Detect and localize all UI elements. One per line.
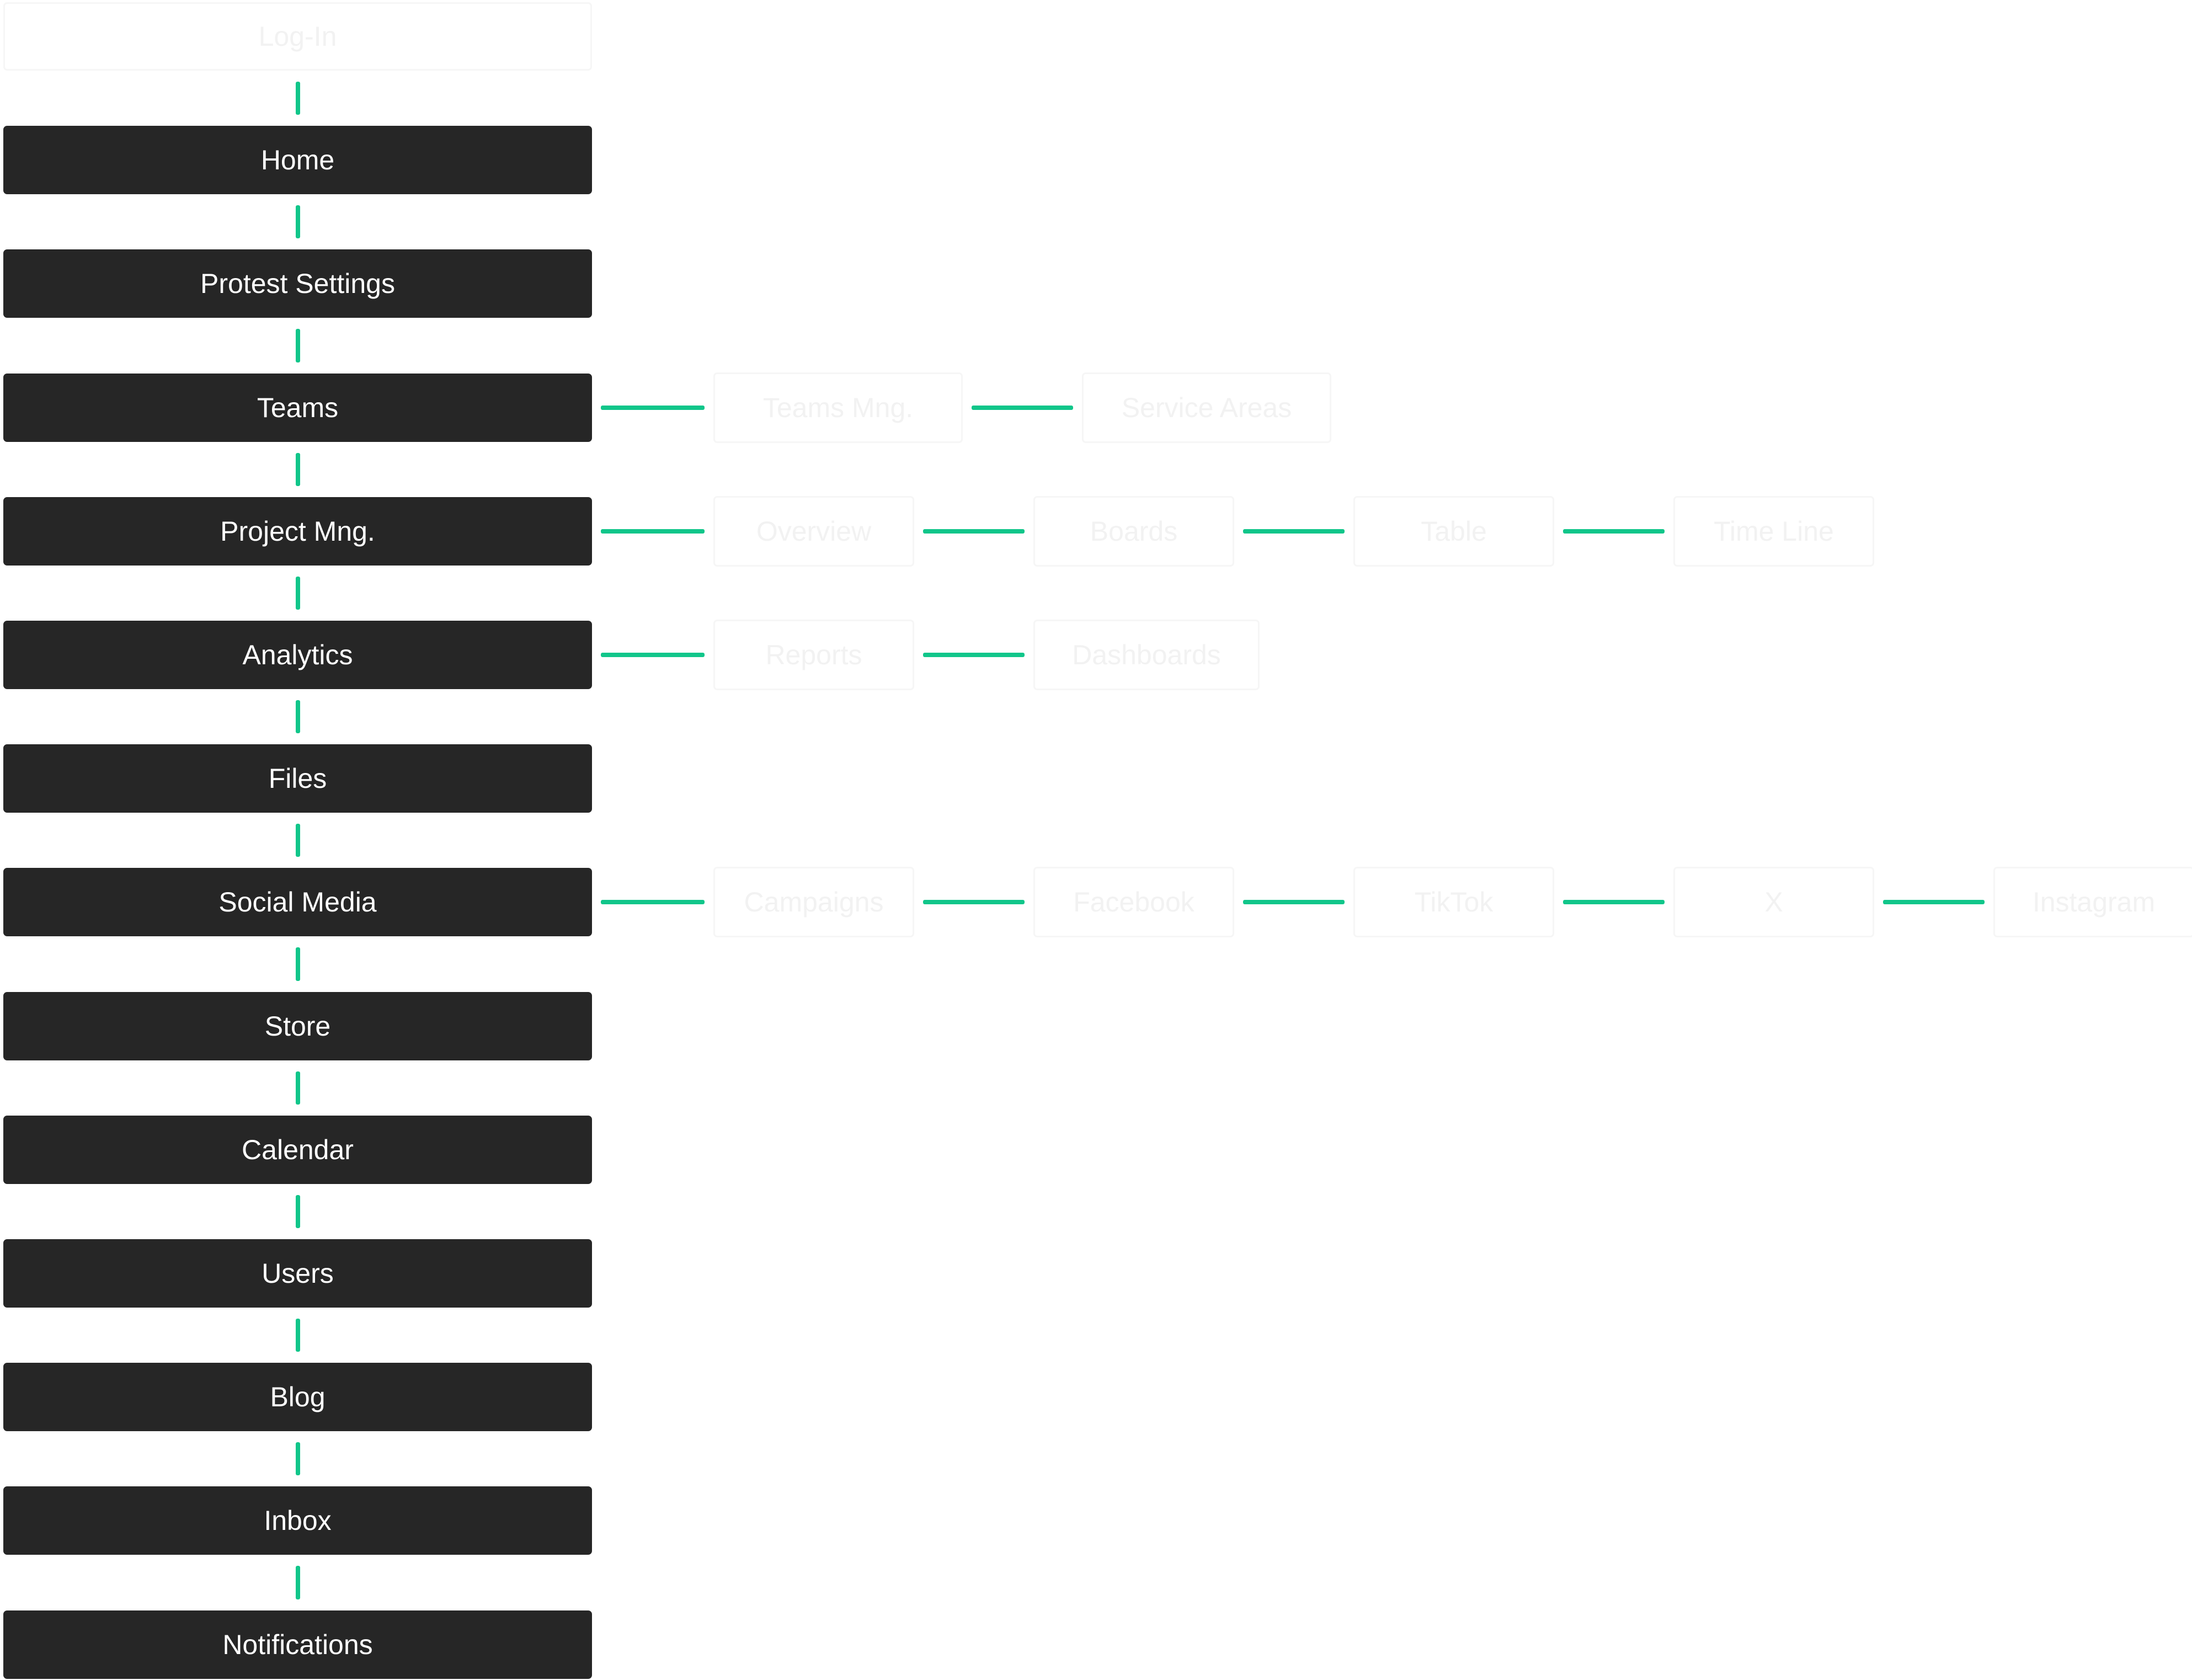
node-social-media-label: Social Media — [218, 887, 377, 918]
node-inbox-label: Inbox — [264, 1505, 332, 1537]
node-log-in-label: Log-In — [258, 21, 337, 52]
connector-vertical-project-mng — [295, 452, 300, 486]
node-boards[interactable]: Boards — [1033, 495, 1234, 567]
node-social-media[interactable]: Social Media — [3, 868, 592, 937]
node-tiktok-label: TikTok — [1414, 887, 1494, 918]
node-campaigns-label: Campaigns — [744, 887, 884, 918]
node-analytics[interactable]: Analytics — [3, 621, 592, 689]
node-reports[interactable]: Reports — [713, 620, 914, 690]
connector-vertical-analytics — [295, 576, 300, 610]
node-table-label: Table — [1421, 515, 1487, 547]
connector-horizontal-analytics-dashboards — [923, 653, 1025, 657]
connector-horizontal-analytics-reports — [601, 653, 705, 657]
node-users-label: Users — [262, 1258, 334, 1289]
node-store-label: Store — [264, 1010, 331, 1042]
node-users[interactable]: Users — [3, 1239, 592, 1308]
connector-vertical-files — [295, 700, 300, 734]
connector-vertical-protest-settings — [295, 205, 300, 239]
node-protest-settings[interactable]: Protest Settings — [3, 249, 592, 318]
node-home[interactable]: Home — [3, 126, 592, 195]
connector-vertical-blog — [295, 1319, 300, 1352]
node-teams-mng-label: Teams Mng. — [762, 392, 914, 423]
connector-horizontal-social-media-facebook — [923, 900, 1025, 905]
node-blog-label: Blog — [270, 1382, 326, 1413]
connector-horizontal-social-media-campaigns — [601, 900, 705, 905]
connector-vertical-social-media — [295, 824, 300, 857]
node-dashboards-label: Dashboards — [1072, 639, 1221, 670]
node-analytics-label: Analytics — [242, 639, 353, 670]
node-teams[interactable]: Teams — [3, 373, 592, 442]
node-reports-label: Reports — [765, 639, 862, 670]
connector-horizontal-project-mng-boards — [923, 529, 1025, 534]
node-facebook-label: Facebook — [1073, 887, 1194, 918]
node-facebook[interactable]: Facebook — [1033, 867, 1234, 938]
node-tiktok[interactable]: TikTok — [1353, 867, 1554, 938]
node-inbox[interactable]: Inbox — [3, 1486, 592, 1555]
connector-vertical-calendar — [295, 1071, 300, 1105]
node-blog[interactable]: Blog — [3, 1363, 592, 1432]
connector-horizontal-social-media-tiktok — [1243, 900, 1345, 905]
node-teams-label: Teams — [257, 392, 339, 423]
node-table[interactable]: Table — [1353, 495, 1554, 567]
node-time-line[interactable]: Time Line — [1673, 495, 1874, 567]
connector-horizontal-social-media-instagram — [1883, 900, 1985, 905]
node-files[interactable]: Files — [3, 744, 592, 813]
node-calendar-label: Calendar — [242, 1134, 354, 1165]
connector-vertical-home — [295, 82, 300, 115]
node-overview-label: Overview — [756, 515, 872, 547]
node-log-in[interactable]: Log-In — [3, 2, 592, 71]
node-home-label: Home — [260, 145, 335, 176]
node-service-areas[interactable]: Service Areas — [1082, 372, 1331, 443]
connector-horizontal-project-mng-time-line — [1563, 529, 1665, 534]
connector-vertical-store — [295, 947, 300, 981]
connector-horizontal-social-media-x — [1563, 900, 1665, 905]
node-campaigns[interactable]: Campaigns — [713, 867, 914, 938]
node-overview[interactable]: Overview — [713, 495, 914, 567]
node-notifications[interactable]: Notifications — [3, 1610, 592, 1679]
node-service-areas-label: Service Areas — [1121, 392, 1292, 423]
node-instagram[interactable]: Instagram — [1993, 867, 2192, 938]
node-instagram-label: Instagram — [2032, 887, 2156, 918]
connector-horizontal-project-mng-table — [1243, 529, 1345, 534]
node-project-mng-label: Project Mng. — [220, 515, 375, 547]
node-teams-mng[interactable]: Teams Mng. — [713, 372, 963, 443]
node-x-label: X — [1764, 887, 1783, 918]
node-files-label: Files — [268, 763, 327, 794]
node-x[interactable]: X — [1673, 867, 1874, 938]
node-boards-label: Boards — [1090, 515, 1178, 547]
connector-horizontal-project-mng-overview — [601, 529, 705, 534]
node-project-mng[interactable]: Project Mng. — [3, 497, 592, 566]
connector-horizontal-teams-teams-mng — [601, 405, 705, 410]
connector-vertical-teams — [295, 329, 300, 362]
node-dashboards[interactable]: Dashboards — [1033, 620, 1260, 690]
connector-vertical-inbox — [295, 1442, 300, 1476]
node-store[interactable]: Store — [3, 991, 592, 1060]
node-time-line-label: Time Line — [1714, 515, 1834, 547]
connector-horizontal-teams-service-areas — [972, 405, 1073, 410]
node-notifications-label: Notifications — [222, 1629, 373, 1660]
node-calendar[interactable]: Calendar — [3, 1115, 592, 1184]
connector-vertical-users — [295, 1194, 300, 1228]
node-protest-settings-label: Protest Settings — [200, 268, 395, 300]
connector-vertical-notifications — [295, 1566, 300, 1599]
